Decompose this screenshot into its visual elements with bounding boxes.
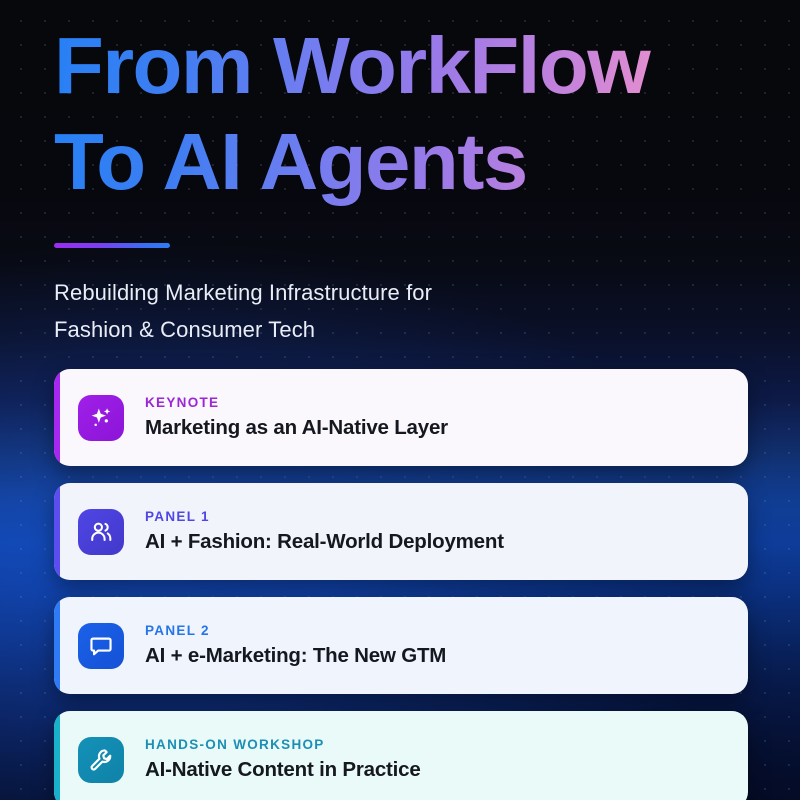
session-card[interactable]: KEYNOTE Marketing as an AI-Native Layer bbox=[54, 369, 748, 466]
card-accent-stripe bbox=[54, 597, 60, 694]
wrench-icon bbox=[78, 736, 124, 783]
title-line-2: To AI Agents bbox=[54, 110, 788, 214]
card-text-block: PANEL 1 AI + Fashion: Real-World Deployme… bbox=[145, 509, 504, 554]
card-accent-stripe bbox=[54, 711, 60, 800]
card-title: AI-Native Content in Practice bbox=[145, 758, 421, 781]
card-text-block: KEYNOTE Marketing as an AI-Native Layer bbox=[145, 395, 448, 440]
card-kicker: KEYNOTE bbox=[145, 395, 220, 410]
card-kicker: HANDS-ON WORKSHOP bbox=[145, 737, 325, 752]
users-icon bbox=[78, 508, 124, 555]
card-inner: PANEL 2 AI + e-Marketing: The New GTM bbox=[54, 622, 748, 669]
page-title: From WorkFlow To AI Agents bbox=[54, 14, 774, 214]
card-title: AI + e-Marketing: The New GTM bbox=[145, 644, 447, 667]
card-title: AI + Fashion: Real-World Deployment bbox=[145, 530, 504, 553]
card-text-block: HANDS-ON WORKSHOP AI-Native Content in Pr… bbox=[145, 737, 421, 782]
card-kicker: PANEL 2 bbox=[145, 623, 210, 638]
card-inner: PANEL 1 AI + Fashion: Real-World Deployme… bbox=[54, 508, 748, 555]
sparkles-icon bbox=[78, 394, 124, 441]
title-line-1: From WorkFlow bbox=[54, 14, 788, 118]
chat-icon bbox=[78, 622, 124, 669]
card-inner: HANDS-ON WORKSHOP AI-Native Content in Pr… bbox=[54, 736, 748, 783]
card-inner: KEYNOTE Marketing as an AI-Native Layer bbox=[54, 394, 748, 441]
title-accent-bar bbox=[54, 243, 170, 248]
card-title: Marketing as an AI-Native Layer bbox=[145, 416, 448, 439]
card-accent-stripe bbox=[54, 483, 60, 580]
session-card[interactable]: PANEL 2 AI + e-Marketing: The New GTM bbox=[54, 597, 748, 694]
card-text-block: PANEL 2 AI + e-Marketing: The New GTM bbox=[145, 623, 446, 668]
subtitle-line-1: Rebuilding Marketing Infrastructure for bbox=[54, 280, 433, 305]
session-card[interactable]: PANEL 1 AI + Fashion: Real-World Deployme… bbox=[54, 483, 748, 580]
subtitle-line-2: Fashion & Consumer Tech bbox=[54, 317, 316, 342]
card-accent-stripe bbox=[54, 369, 60, 466]
session-card[interactable]: HANDS-ON WORKSHOP AI-Native Content in Pr… bbox=[54, 711, 748, 800]
subtitle: Rebuilding Marketing Infrastructure for … bbox=[54, 274, 694, 348]
card-kicker: PANEL 1 bbox=[145, 509, 210, 524]
